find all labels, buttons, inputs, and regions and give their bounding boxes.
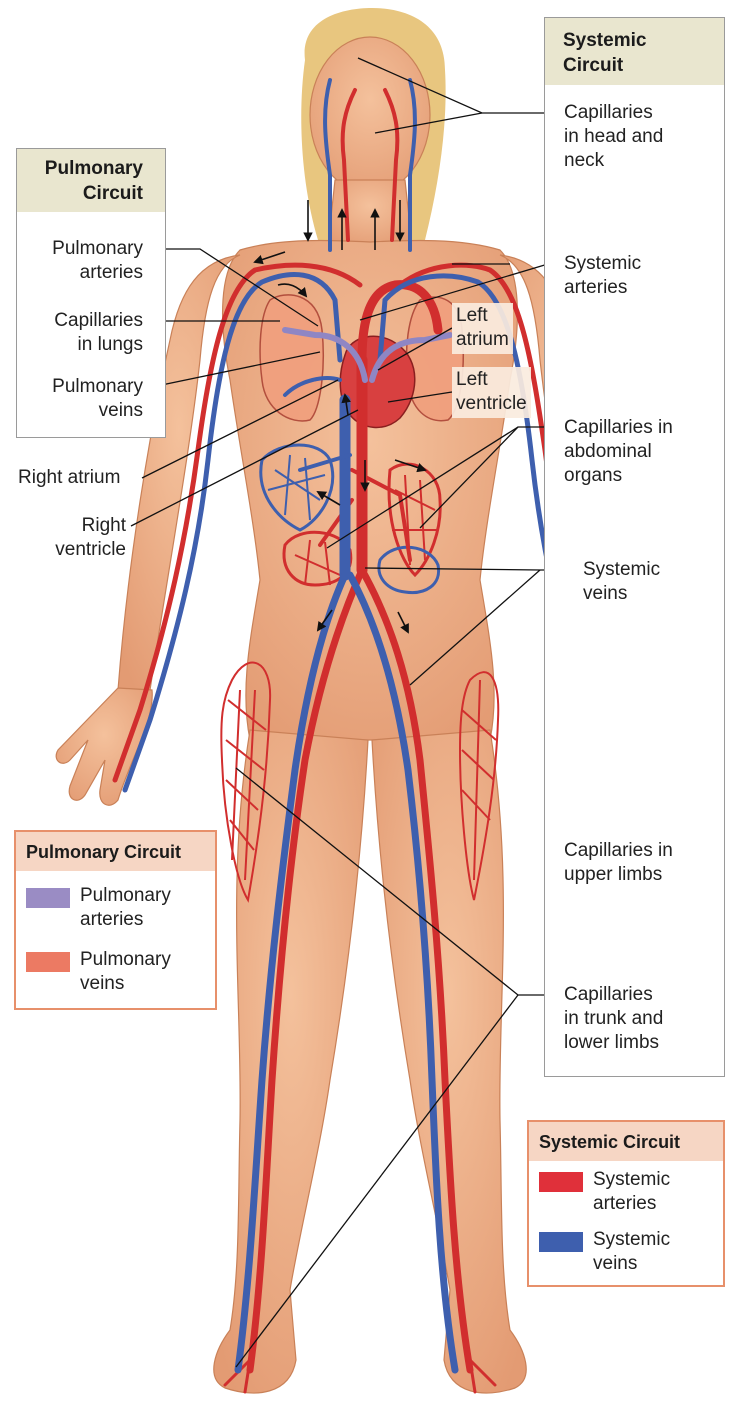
label-right-atrium: Right atrium (18, 467, 121, 488)
systemic-key-title: Systemic Circuit (529, 1122, 723, 1161)
key-label-systemic-veins: Systemic veins (593, 1229, 671, 1274)
key-label-systemic-arteries: Systemic arteries (593, 1169, 671, 1214)
key-label-pulmonary-arteries: Pulmonary arteries (80, 885, 171, 930)
swatch-systemic-arteries (539, 1172, 583, 1192)
swatch-systemic-veins (539, 1232, 583, 1252)
pulmonary-circuit-key: Pulmonary Circuit Pulmonary arteries Pul… (14, 830, 217, 1010)
label-right-ventricle: Right ventricle (55, 515, 126, 560)
pulmonary-arteries (282, 327, 453, 383)
systemic-arteries (112, 88, 628, 1394)
right-leg-shape (371, 729, 527, 1394)
left-hand-shape (55, 687, 153, 806)
systemic-panel-title: Systemic Circuit (545, 18, 724, 85)
label-left-atrium: Left atrium (452, 303, 513, 354)
systemic-circuit-panel: Systemic Circuit (544, 17, 725, 1077)
label-capillaries-head-neck: Capillaries in head and neck (564, 102, 664, 171)
label-capillaries-abdominal: Capillaries in abdominal organs (564, 417, 673, 486)
label-capillaries-trunk-lower-limbs: Capillaries in trunk and lower limbs (564, 984, 664, 1053)
label-left-ventricle: Left ventricle (452, 367, 531, 418)
leg-capillary-nets (220, 661, 500, 903)
label-capillaries-upper-limbs: Capillaries in upper limbs (564, 840, 673, 885)
label-capillaries-lungs: Capillaries in lungs (54, 310, 143, 355)
label-systemic-veins: Systemic veins (583, 559, 661, 604)
label-pulmonary-veins: Pulmonary veins (52, 376, 143, 421)
pulmonary-key-title: Pulmonary Circuit (16, 832, 215, 871)
key-label-pulmonary-veins: Pulmonary veins (80, 949, 171, 994)
swatch-pulmonary-arteries (26, 888, 70, 908)
label-systemic-arteries: Systemic arteries (564, 253, 642, 298)
label-pulmonary-arteries: Pulmonary arteries (52, 238, 143, 283)
flow-arrows (253, 200, 427, 634)
systemic-circuit-key: Systemic Circuit Systemic arteries Syste… (527, 1120, 725, 1287)
pulmonary-circuit-panel: Pulmonary Circuit (16, 148, 166, 438)
pulmonary-panel-title: Pulmonary Circuit (17, 149, 165, 212)
swatch-pulmonary-veins (26, 952, 70, 972)
